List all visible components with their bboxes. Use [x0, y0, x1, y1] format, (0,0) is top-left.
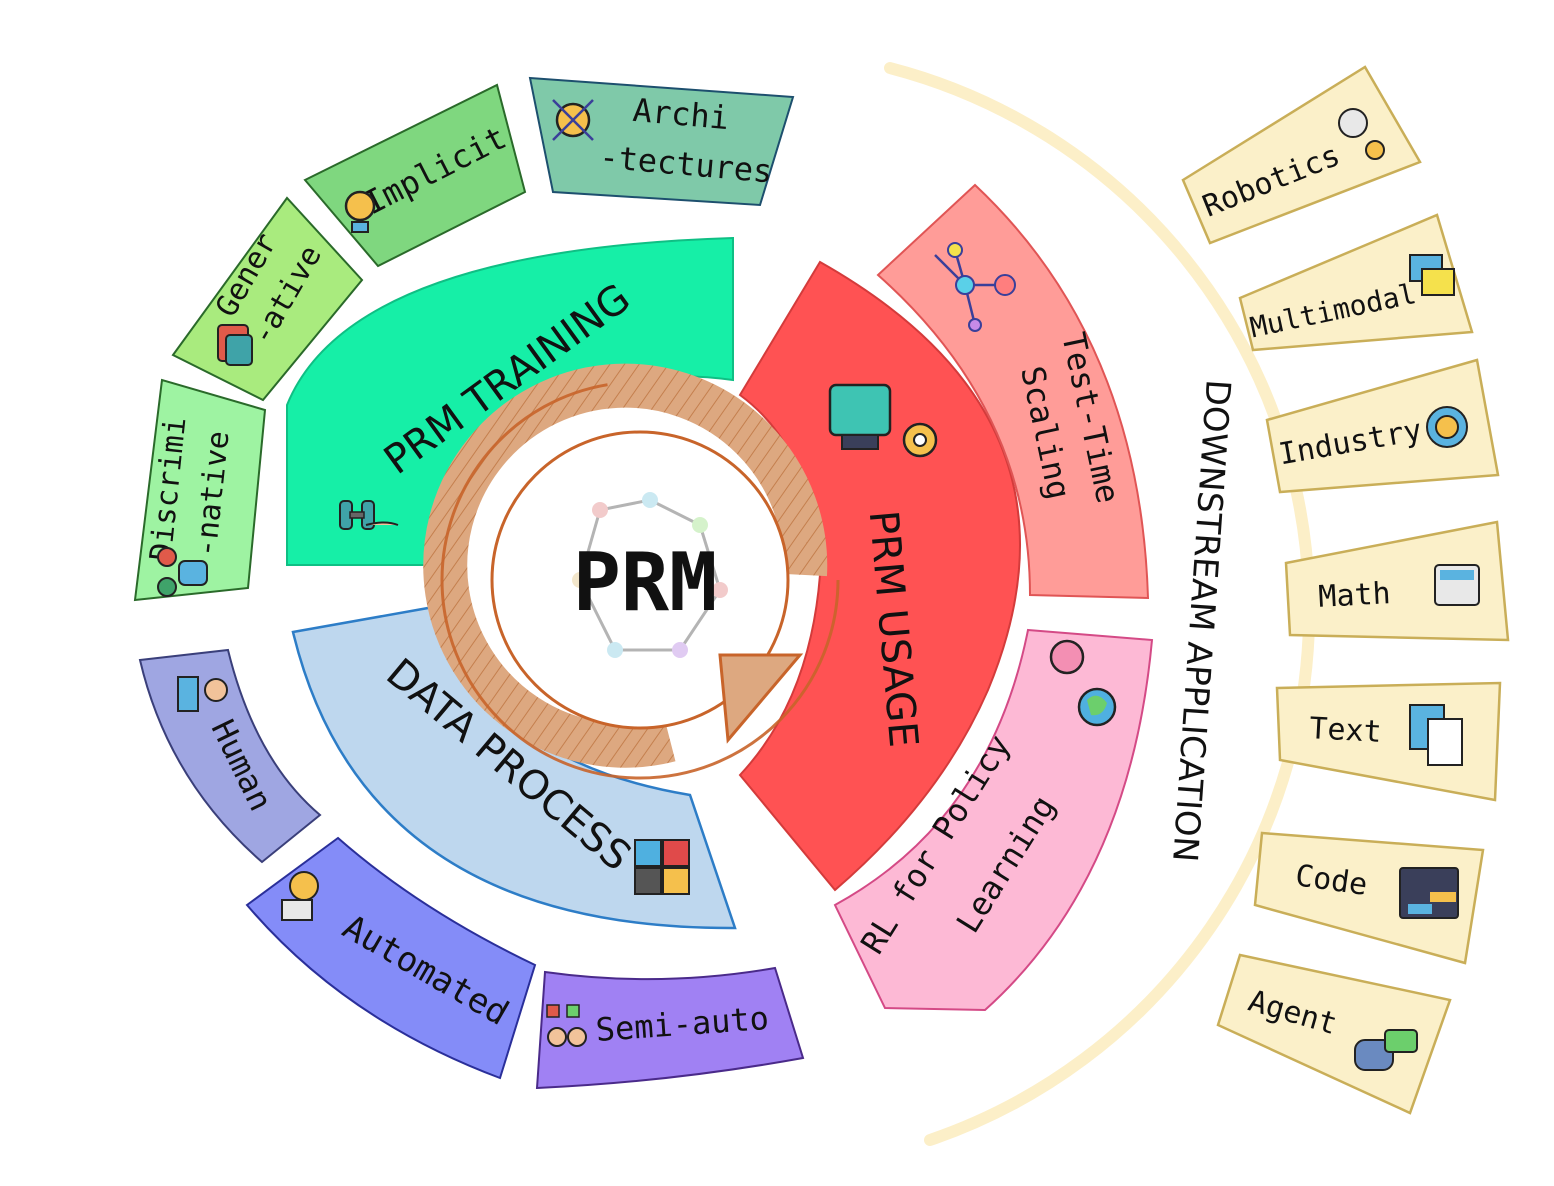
- chatbot-icon: [1354, 1029, 1418, 1071]
- app-card-code[interactable]: Code: [1253, 831, 1485, 965]
- people-checklist-icon: [546, 1004, 587, 1047]
- section-prm-usage[interactable]: PRM USAGE: [738, 260, 1021, 892]
- app-card-text[interactable]: Text: [1275, 681, 1502, 802]
- app-card-agent[interactable]: Agent: [1216, 953, 1452, 1115]
- app-card-multimodal[interactable]: Multimodal: [1238, 213, 1474, 352]
- robot-head-icon: [1338, 108, 1385, 160]
- usage-item-test-time-scaling[interactable]: Test-Time Scaling: [876, 183, 1150, 600]
- ab-compare-icon: [157, 547, 208, 597]
- training-item-architectures[interactable]: Archi -tectures: [528, 76, 795, 207]
- computer-gear-icon: [828, 383, 938, 458]
- human-annotator-icon: [177, 676, 228, 712]
- data-item-human[interactable]: Human: [138, 648, 322, 864]
- app-card-math[interactable]: Math: [1284, 520, 1510, 642]
- gear-icon: [1426, 406, 1468, 448]
- robot-brain-icon: [552, 99, 594, 141]
- training-item-implicit[interactable]: Implicit: [303, 83, 527, 268]
- documents-icon: [1409, 704, 1463, 766]
- puzzle-icon: [634, 839, 690, 895]
- code-editor-icon: [1399, 867, 1459, 919]
- training-item-label1: Archi: [631, 91, 730, 137]
- brain-globe-icon: [1049, 639, 1117, 727]
- network-nodes-icon: [934, 242, 1016, 332]
- app-card-industry[interactable]: Industry: [1265, 358, 1500, 494]
- neural-net-icon: [572, 492, 728, 658]
- training-item-discriminative[interactable]: Discrimi -native: [133, 378, 267, 602]
- media-gallery-icon: [1409, 254, 1455, 296]
- app-card-label: Math: [1318, 576, 1392, 615]
- downstream-title: DOWNSTREAM APPLICATION: [1164, 378, 1238, 863]
- lightbulb-head-icon: [344, 190, 376, 233]
- dumbbell-icon: [339, 500, 399, 530]
- center-title: PRM: [573, 536, 718, 629]
- center-cycle-arrow: [423, 363, 840, 780]
- app-card-label: Text: [1309, 711, 1383, 750]
- data-item-semi-auto[interactable]: Semi-auto: [535, 966, 805, 1090]
- calculator-icon: [1434, 564, 1480, 606]
- robot-arm-icon: [281, 871, 319, 921]
- content-generator-icon: [217, 324, 253, 366]
- app-card-robotics[interactable]: Robotics: [1181, 65, 1422, 245]
